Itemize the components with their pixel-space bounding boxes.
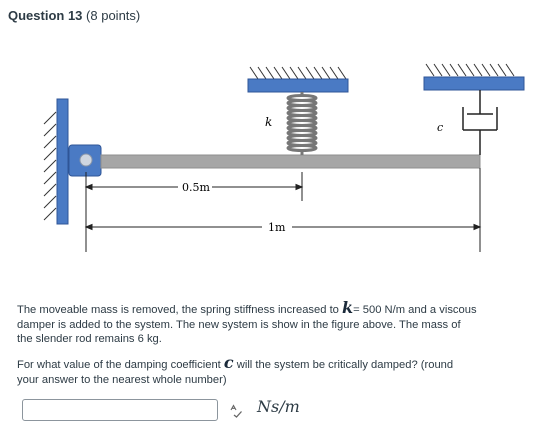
spring bbox=[286, 92, 318, 155]
answer-input[interactable] bbox=[22, 399, 218, 421]
var-k: k bbox=[342, 298, 354, 317]
spring-ceiling-hatching bbox=[249, 66, 347, 80]
left-wall bbox=[56, 98, 69, 225]
dimension-full bbox=[84, 168, 482, 252]
problem-statement: The moveable mass is removed, the spring… bbox=[17, 298, 477, 346]
answer-unit: Ns/m bbox=[257, 397, 300, 416]
question-header: Question 13 (8 points) bbox=[8, 8, 140, 23]
question-points: (8 points) bbox=[86, 8, 141, 23]
damper bbox=[462, 90, 498, 155]
damper-ceiling-hatching bbox=[425, 63, 515, 77]
damper-ceiling bbox=[423, 76, 525, 91]
damper-label-c: c bbox=[437, 121, 443, 134]
var-c: c bbox=[223, 353, 234, 372]
dimension-full-label: 1m bbox=[268, 221, 286, 234]
dimension-half-label: 0.5m bbox=[182, 181, 210, 194]
slender-rod bbox=[100, 154, 481, 169]
pivot-pin bbox=[79, 153, 93, 167]
dimension-half bbox=[84, 172, 304, 252]
question-number: Question 13 bbox=[8, 8, 83, 23]
spring-ceiling bbox=[247, 78, 349, 93]
spellcheck-icon[interactable] bbox=[229, 404, 243, 418]
spring-damper-figure: k c 0.5m 1m bbox=[43, 63, 525, 252]
question-prompt: For what value of the damping coefficien… bbox=[17, 353, 454, 386]
left-wall-hatching bbox=[43, 111, 57, 221]
spring-label-k: k bbox=[265, 115, 272, 129]
